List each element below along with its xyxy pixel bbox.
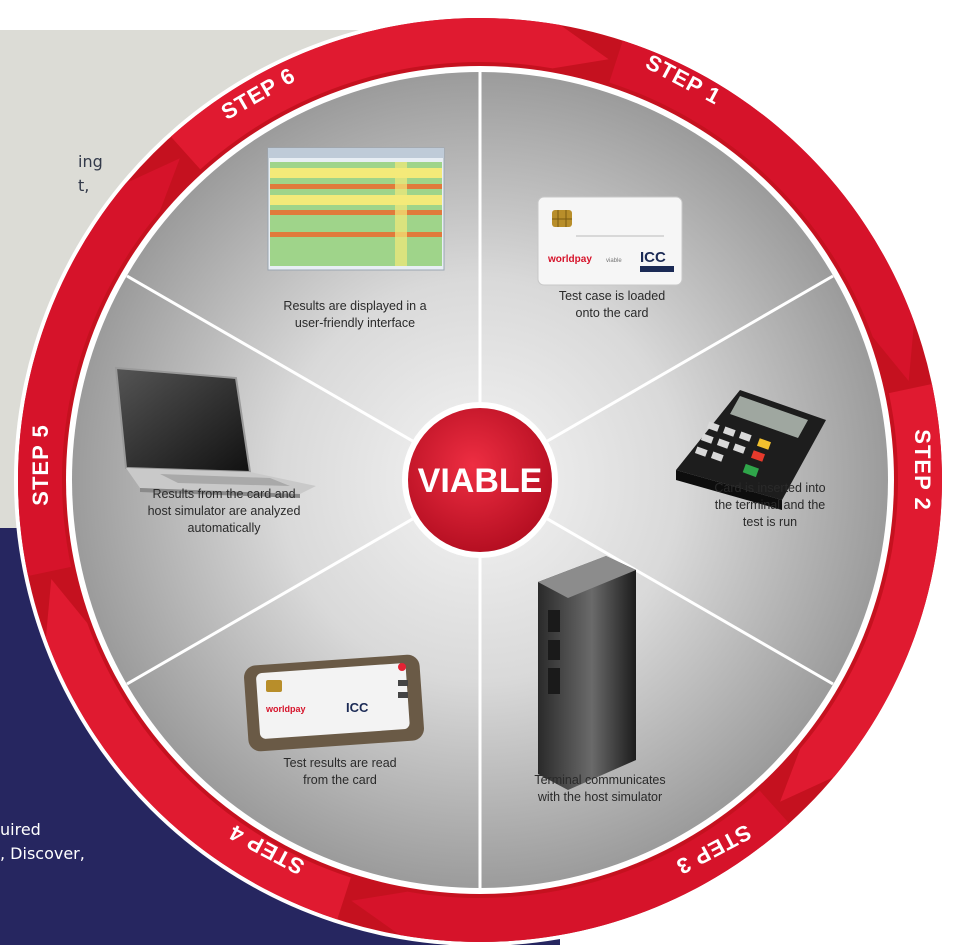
ring-arrow-segment	[780, 383, 942, 802]
card-cert-text: ICC	[640, 249, 666, 266]
grey-panel-text-line-1: ing	[78, 152, 103, 171]
caption-line: user-friendly interface	[295, 316, 415, 330]
caption-line: from the card	[303, 773, 377, 787]
caption-line: test is run	[743, 515, 797, 529]
ring-arrow-segment	[170, 17, 609, 170]
ring-arrow-segment	[45, 578, 351, 920]
card-brand-text: worldpay	[547, 254, 592, 265]
center-badge	[408, 408, 552, 552]
caption-line: Terminal communicates	[534, 773, 665, 787]
grey-panel-text-line-2: t,	[78, 176, 90, 195]
caption-line: Test case is loaded	[559, 289, 665, 303]
step-2-label: STEP 2	[910, 429, 935, 510]
ring-arrow-segment	[609, 40, 915, 382]
navy-panel-text-line-2: , Discover,	[0, 844, 85, 863]
caption-line: Test results are read	[283, 756, 396, 770]
caption-line: Results are displayed in a	[283, 299, 426, 313]
step-5-caption: Results from the card and host simulator …	[148, 487, 301, 535]
step-3-caption: Terminal communicates with the host simul…	[534, 773, 665, 804]
step-4-caption: Test results are read from the card	[283, 756, 396, 787]
card-sub-text: viable	[606, 258, 622, 264]
step-5-label: STEP 5	[28, 424, 53, 505]
caption-line: onto the card	[576, 306, 649, 320]
center-label: VIABLE	[418, 462, 543, 500]
caption-line: the terminal and the	[715, 498, 826, 512]
ring-arrow-segment	[18, 158, 180, 577]
card-reader-icon: worldpay ICC	[244, 654, 424, 752]
caption-line: with the host simulator	[537, 790, 662, 804]
laptop-icon	[114, 366, 316, 498]
navy-panel-text-line-1: uired	[0, 820, 41, 839]
card-terminal-icon	[676, 390, 826, 510]
caption-line: Results from the card and	[152, 487, 295, 501]
ring-arrow-segment	[351, 790, 790, 942]
spreadsheet-screen-icon	[267, 147, 445, 271]
caption-line: automatically	[188, 521, 262, 535]
reader-card-cert-text: ICC	[346, 700, 369, 715]
reader-card-brand-text: worldpay	[265, 704, 306, 714]
caption-line: Card is inserted into	[714, 481, 825, 495]
server-tower-icon	[538, 556, 636, 790]
smart-card-icon: worldpay viable ICC	[537, 196, 683, 286]
step-6-caption: Results are displayed in a user-friendly …	[283, 299, 426, 330]
step-2-caption: Card is inserted into the terminal and th…	[714, 481, 825, 529]
caption-line: host simulator are analyzed	[148, 504, 301, 518]
step-1-caption: Test case is loaded onto the card	[559, 289, 665, 320]
